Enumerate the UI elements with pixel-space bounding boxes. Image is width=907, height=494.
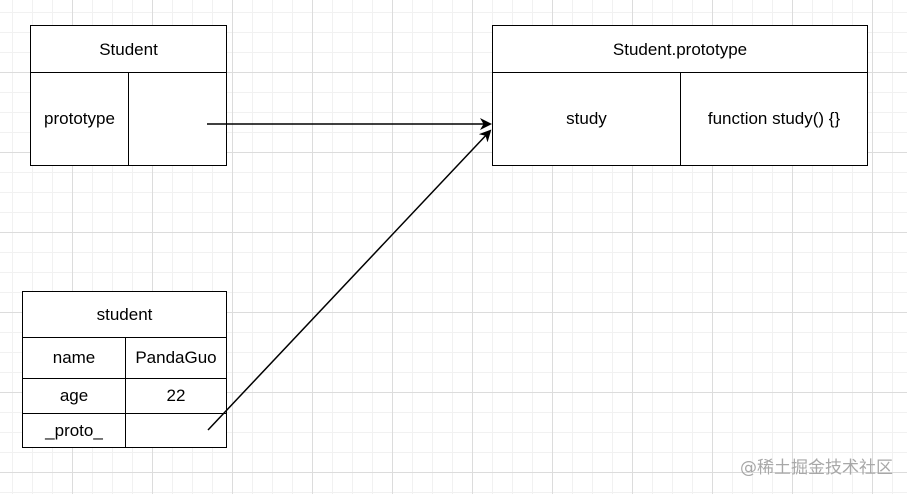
instance-divider-3 [23, 413, 226, 414]
student-prototype-box: Student.prototype study function study()… [492, 25, 868, 166]
student-prototype-column-divider [680, 72, 681, 166]
age-value: 22 [166, 386, 186, 405]
study-key: study [566, 109, 607, 128]
student-constructor-title: Student [99, 39, 158, 59]
instance-divider-2 [23, 378, 226, 379]
name-value: PandaGuo [135, 348, 217, 367]
instance-column-divider [125, 337, 126, 448]
proto-arrow [207, 129, 492, 431]
student-constructor-column-divider [128, 72, 129, 166]
student-instance-title: student [96, 305, 153, 324]
age-key: age [59, 386, 89, 405]
study-value: function study() {} [707, 109, 841, 128]
instance-divider-1 [23, 337, 226, 338]
student-constructor-box: Student prototype [30, 25, 227, 166]
student-prototype-title: Student.prototype [612, 39, 748, 59]
watermark: @稀土掘金技术社区 [740, 458, 893, 478]
student-instance-box: student name PandaGuo age 22 _proto_ [22, 291, 227, 448]
prototype-key: prototype [44, 109, 115, 128]
name-key: name [52, 348, 96, 367]
proto-key: _proto_ [45, 420, 103, 440]
